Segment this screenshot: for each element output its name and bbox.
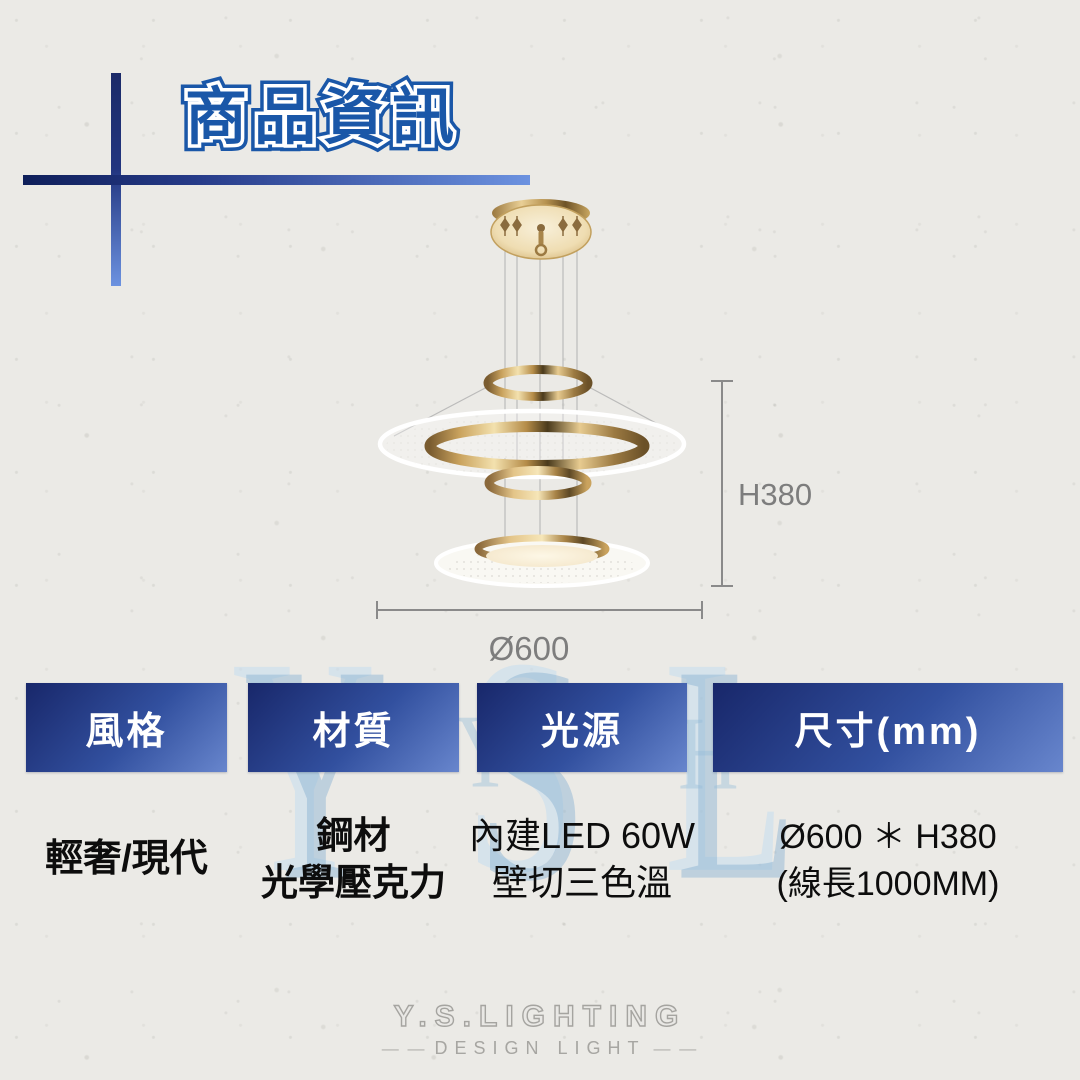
tagline-dash-right: — — bbox=[653, 1038, 699, 1058]
spec-value-dimensions-line1: Ø600 ＊ H380 bbox=[779, 818, 997, 856]
tagline-dash-left: — — bbox=[381, 1038, 427, 1058]
lamp-canopy-finial bbox=[534, 224, 548, 257]
spec-value-style-line1: 輕奢/現代 bbox=[45, 838, 208, 880]
spec-header-dimensions: 尺寸(mm) bbox=[713, 683, 1063, 772]
lamp-ring-large bbox=[424, 421, 650, 471]
height-dimension-label: H380 bbox=[738, 477, 813, 512]
diameter-dimension-line bbox=[376, 601, 703, 619]
page-title-white-stroke: 商品資訊 bbox=[181, 80, 462, 156]
lamp-ring-middle bbox=[484, 466, 592, 500]
spec-value-dimensions: Ø600 ＊ H380 (線長1000MM) bbox=[713, 814, 1063, 908]
brand-watermark-large: YSL bbox=[244, 603, 886, 946]
height-dimension-line bbox=[711, 380, 733, 587]
decor-horizontal-line bbox=[23, 175, 530, 185]
lamp-disc-bottom bbox=[434, 534, 650, 588]
diameter-dimension-label: Ø600 bbox=[488, 630, 570, 667]
spec-value-light-source: 內建LED 60W 壁切三色溫 bbox=[467, 812, 697, 906]
spec-header-style: 風格 bbox=[26, 683, 227, 772]
footer-tagline: — — DESIGN LIGHT — — bbox=[382, 1038, 699, 1059]
spec-value-material-line1: 鋼材 bbox=[316, 815, 391, 856]
lamp-ring-top bbox=[483, 365, 593, 401]
spec-value-light-line2: 壁切三色溫 bbox=[491, 862, 672, 903]
spec-value-material-line2: 光學壓克力 bbox=[261, 862, 446, 903]
tagline-text: DESIGN LIGHT bbox=[434, 1038, 646, 1058]
spec-value-dimensions-line2: (線長1000MM) bbox=[776, 865, 1000, 903]
lamp-canopy bbox=[490, 199, 592, 260]
spec-header-material: 材質 bbox=[248, 683, 459, 772]
page-title-text: 商品資訊 bbox=[185, 83, 462, 152]
spec-value-style: 輕奢/現代 bbox=[26, 836, 227, 883]
spec-header-light-source: 光源 bbox=[477, 683, 687, 772]
page-title-outline: 商品資訊 bbox=[178, 76, 462, 159]
spec-value-light-line1: 內建LED 60W bbox=[468, 815, 696, 856]
pendant-lamp-image bbox=[376, 199, 733, 619]
lamp-disc-large bbox=[377, 408, 687, 480]
spec-value-material: 鋼材 光學壓克力 bbox=[248, 812, 459, 906]
footer-brand-logo: Y.S.LIGHTING bbox=[393, 999, 687, 1033]
